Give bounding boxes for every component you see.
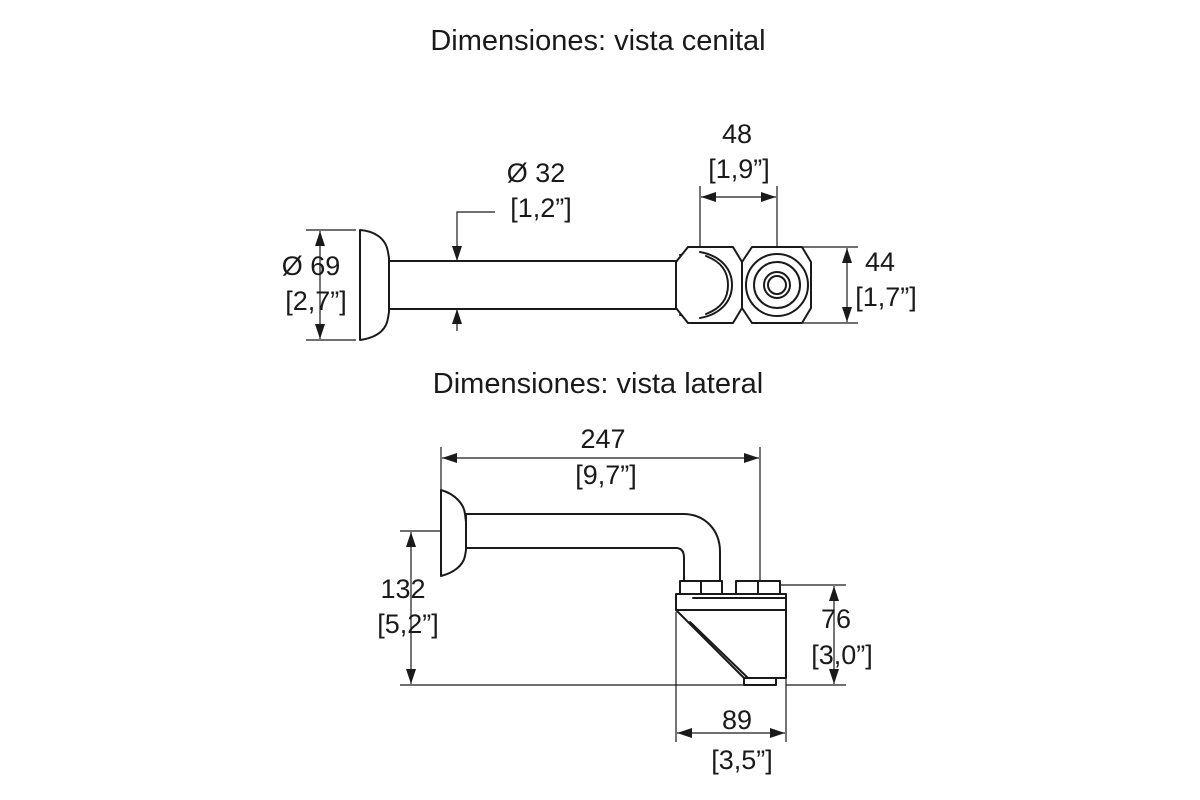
total-height-value: 132 xyxy=(380,574,425,604)
dim-block-height: 76 [3,0”] xyxy=(781,584,873,686)
top-nut-right xyxy=(741,246,812,324)
block-depth-value: 44 xyxy=(865,247,895,277)
flange-diameter-value: Ø 69 xyxy=(282,251,341,281)
top-view xyxy=(359,229,812,341)
dim-block-width: 48 [1,9”] xyxy=(699,119,778,246)
side-bottom-fitting xyxy=(743,677,777,686)
top-flange xyxy=(359,229,390,341)
side-flange xyxy=(440,489,467,577)
top-view-title: Dimensiones: vista cenital xyxy=(430,25,765,57)
dim-tube-diameter: Ø 32 [1,2”] xyxy=(452,158,572,331)
total-length-value: 247 xyxy=(580,424,625,454)
block-width-value: 48 xyxy=(722,119,752,149)
block-depth-inches: [1,7”] xyxy=(855,282,917,312)
dim-block-length: 89 [3,5”] xyxy=(675,612,787,775)
block-length-inches: [3,5”] xyxy=(711,745,773,775)
total-height-inches: [5,2”] xyxy=(377,609,439,639)
block-width-inches: [1,9”] xyxy=(708,154,770,184)
side-tube xyxy=(465,513,721,586)
side-block xyxy=(675,593,787,679)
dim-total-height: 132 [5,2”] xyxy=(377,530,744,686)
flange-diameter-inches: [2,7”] xyxy=(285,286,347,316)
dim-block-depth: 44 [1,7”] xyxy=(803,246,917,324)
dim-flange-diameter: Ø 69 [2,7”] xyxy=(282,229,356,341)
total-length-inches: [9,7”] xyxy=(575,460,637,490)
dim-total-length: 247 [9,7”] xyxy=(440,424,761,580)
block-height-value: 76 xyxy=(821,604,851,634)
side-view xyxy=(440,489,787,686)
tube-diameter-value: Ø 32 xyxy=(507,158,566,188)
tube-diameter-inches: [1,2”] xyxy=(510,193,572,223)
side-view-title: Dimensiones: vista lateral xyxy=(433,368,763,400)
block-length-value: 89 xyxy=(722,705,752,735)
block-height-inches: [3,0”] xyxy=(811,640,873,670)
